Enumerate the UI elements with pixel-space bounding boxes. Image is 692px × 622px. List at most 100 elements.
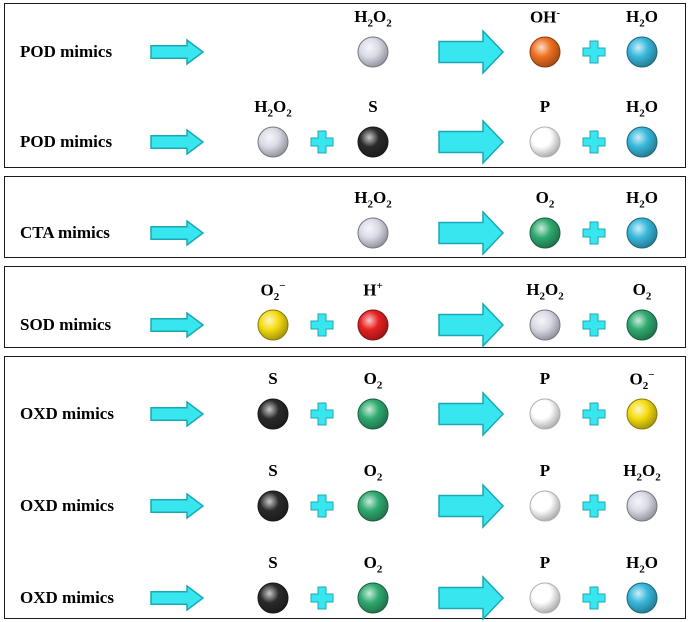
plus-sign-icon bbox=[310, 494, 334, 518]
species-mid: O bbox=[644, 553, 658, 572]
species-sub1: 2 bbox=[267, 107, 274, 120]
species-sub1: 2 bbox=[639, 198, 645, 211]
reaction-arrow-icon bbox=[438, 119, 505, 165]
species-label-o2: O2 bbox=[364, 369, 383, 391]
plus-sign-icon bbox=[310, 402, 334, 426]
species-label-o2minus: O2− bbox=[260, 280, 285, 303]
row-label: CTA mimics bbox=[20, 223, 110, 242]
species-text: P bbox=[539, 97, 551, 116]
molecule-ball-oh-icon bbox=[529, 36, 561, 68]
species-text: H bbox=[354, 7, 368, 26]
plus-sign-icon bbox=[582, 130, 606, 154]
plus-sign-icon bbox=[582, 313, 606, 337]
species-sub1: 2 bbox=[376, 379, 383, 392]
plus-sign-icon bbox=[582, 494, 606, 518]
species-label-o2: O2 bbox=[633, 280, 652, 302]
species-text: P bbox=[539, 369, 551, 388]
molecule-ball-o2-icon bbox=[626, 309, 658, 341]
species-label-h2o2: H2O2 bbox=[354, 7, 391, 29]
species-label-h2o: H2O bbox=[626, 188, 658, 210]
species-label-h2o2: H2O2 bbox=[354, 188, 391, 210]
reaction-arrow-icon bbox=[438, 302, 505, 348]
species-sub1: 2 bbox=[273, 291, 280, 304]
species-text: P bbox=[539, 461, 551, 480]
species-mid: O bbox=[644, 188, 658, 207]
species-label-o2minus: O2− bbox=[629, 369, 654, 392]
species-sub1: 2 bbox=[367, 17, 374, 30]
molecule-ball-p-icon bbox=[529, 490, 561, 522]
species-sub1: 2 bbox=[376, 471, 383, 484]
molecule-ball-o2minus-icon bbox=[626, 398, 658, 430]
species-text: H bbox=[626, 7, 640, 26]
species-text: P bbox=[539, 553, 551, 572]
molecule-ball-h2o-icon bbox=[626, 126, 658, 158]
molecule-ball-h2o2-icon bbox=[357, 217, 389, 249]
plus-sign-icon bbox=[310, 313, 334, 337]
molecule-ball-o2-icon bbox=[529, 217, 561, 249]
species-sub1: 2 bbox=[639, 17, 645, 30]
species-text: S bbox=[368, 97, 378, 116]
species-sub1: 2 bbox=[636, 471, 643, 484]
row-label: OXD mimics bbox=[20, 588, 114, 607]
species-mid: O bbox=[373, 7, 387, 26]
row-label: OXD mimics bbox=[20, 496, 114, 515]
species-text: O bbox=[629, 369, 643, 389]
species-text: S bbox=[268, 461, 278, 480]
row-label: POD mimics bbox=[20, 42, 113, 61]
species-text: O bbox=[363, 369, 377, 388]
species-text: O bbox=[535, 188, 549, 207]
molecule-ball-h2o-icon bbox=[626, 217, 658, 249]
species-label-s: S bbox=[268, 553, 277, 573]
species-label-h2o2: H2O2 bbox=[254, 97, 291, 119]
species-sub1: 2 bbox=[376, 563, 383, 576]
molecule-ball-hplus-icon bbox=[357, 309, 389, 341]
molecule-ball-p-icon bbox=[529, 126, 561, 158]
species-text: O bbox=[363, 553, 377, 572]
species-sub1: 2 bbox=[639, 107, 645, 120]
molecule-ball-s-icon bbox=[257, 582, 289, 614]
molecule-ball-o2-icon bbox=[357, 582, 389, 614]
species-sub1: 2 bbox=[645, 290, 652, 303]
molecule-ball-s-icon bbox=[257, 398, 289, 430]
species-label-h2o: H2O bbox=[626, 97, 658, 119]
reaction-arrow-icon bbox=[438, 575, 505, 621]
species-label-o2: O2 bbox=[364, 553, 383, 575]
species-sub1: 2 bbox=[639, 563, 645, 576]
molecule-ball-s-icon bbox=[357, 126, 389, 158]
species-text: O bbox=[260, 280, 274, 300]
species-text: S bbox=[268, 369, 278, 388]
species-text: H bbox=[626, 553, 640, 572]
molecule-ball-o2-icon bbox=[357, 490, 389, 522]
species-label-hplus: H+ bbox=[363, 280, 383, 301]
species-sup: − bbox=[279, 280, 286, 292]
plus-sign-icon bbox=[310, 586, 334, 610]
reaction-arrow-icon bbox=[438, 391, 505, 437]
species-mid: O bbox=[373, 188, 387, 207]
plus-sign-icon bbox=[582, 221, 606, 245]
small-arrow-icon bbox=[150, 492, 205, 520]
row-label: OXD mimics bbox=[20, 404, 114, 423]
species-text: H bbox=[623, 461, 637, 480]
panel-cta bbox=[4, 176, 686, 258]
molecule-ball-h2o2-icon bbox=[257, 126, 289, 158]
species-text: O bbox=[632, 280, 646, 299]
molecule-ball-o2-icon bbox=[357, 398, 389, 430]
species-sub1: 2 bbox=[642, 380, 649, 393]
plus-sign-icon bbox=[310, 130, 334, 154]
species-label-oh: OH- bbox=[530, 7, 560, 28]
species-label-p: P bbox=[540, 461, 550, 481]
row-label: SOD mimics bbox=[20, 315, 112, 334]
species-label-s: S bbox=[268, 369, 277, 389]
molecule-ball-h2o-icon bbox=[626, 36, 658, 68]
reaction-arrow-icon bbox=[438, 210, 505, 256]
species-label-o2: O2 bbox=[536, 188, 555, 210]
species-label-p: P bbox=[540, 553, 550, 573]
species-mid: O bbox=[642, 461, 656, 480]
species-text: H bbox=[626, 97, 640, 116]
species-label-h2o2: H2O2 bbox=[623, 461, 660, 483]
small-arrow-icon bbox=[150, 584, 205, 612]
reaction-arrow-icon bbox=[438, 29, 505, 75]
small-arrow-icon bbox=[150, 38, 205, 66]
species-sup: − bbox=[648, 369, 655, 381]
species-text: OH bbox=[529, 7, 557, 27]
